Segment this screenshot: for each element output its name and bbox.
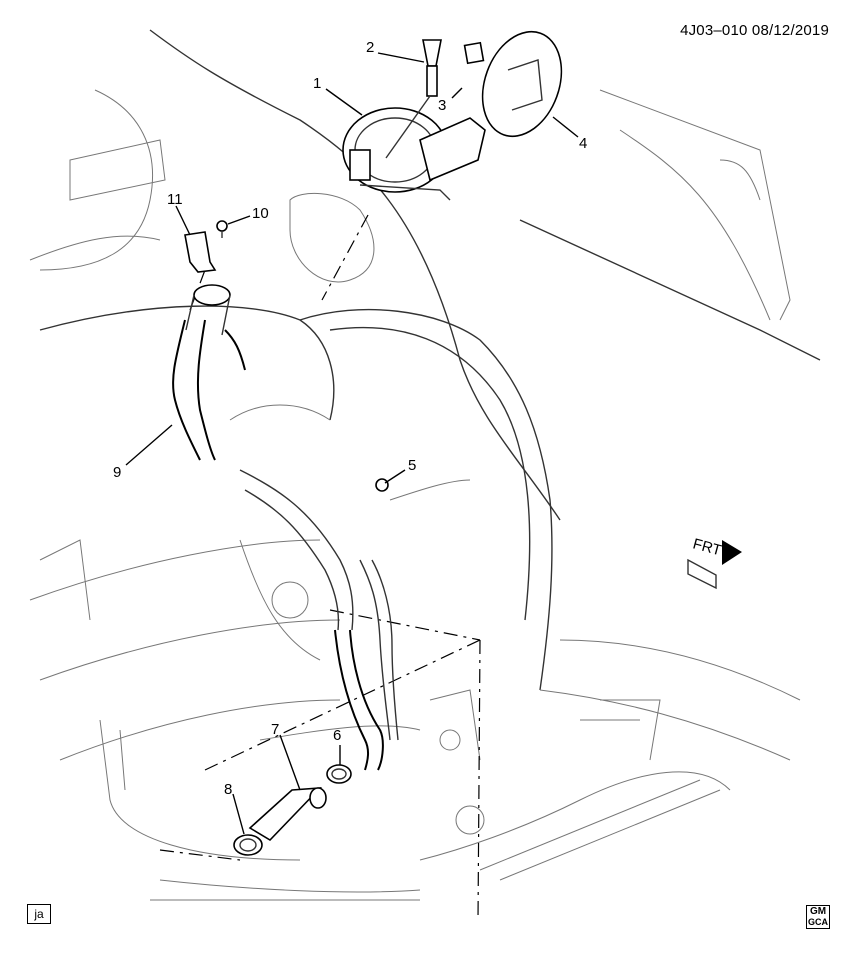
illustrator-badge: ja xyxy=(27,904,51,924)
gm-logo: GM GCA xyxy=(806,905,830,929)
part-7-hose xyxy=(248,787,327,842)
part-5-grommet xyxy=(375,478,389,492)
gm-logo-text: GM xyxy=(809,906,827,917)
leader-lines xyxy=(125,52,579,835)
callout-2: 2 xyxy=(366,39,374,56)
filler-neck xyxy=(185,284,231,336)
callout-11: 11 xyxy=(167,191,183,208)
gca-logo-text: GCA xyxy=(808,917,828,927)
callout-10: 10 xyxy=(252,205,269,222)
callout-5: 5 xyxy=(408,457,416,474)
part-11-bracket xyxy=(184,231,217,273)
part-6-clamp xyxy=(326,764,352,784)
callout-8: 8 xyxy=(224,781,232,798)
vehicle-body-outline xyxy=(29,29,821,901)
callout-6: 6 xyxy=(333,727,341,744)
reference-lines xyxy=(159,214,481,921)
callout-4: 4 xyxy=(579,135,587,152)
front-label: FRT xyxy=(691,535,723,559)
part-4-fuel-door xyxy=(481,30,563,138)
front-direction-marker: FRT xyxy=(687,535,742,590)
direction-arrow-icon xyxy=(722,540,742,565)
part-1-fuel-door-housing xyxy=(342,107,486,201)
diagram-reference: 4J03–010 08/12/2019 xyxy=(680,22,829,39)
callout-3: 3 xyxy=(438,97,446,114)
fuel-filler-pipe xyxy=(172,319,399,771)
part-2-filler-funnel xyxy=(385,39,442,159)
part-8-clamp xyxy=(233,834,263,856)
callout-7: 7 xyxy=(271,721,279,738)
callout-9: 9 xyxy=(113,464,121,481)
callout-1: 1 xyxy=(313,75,321,92)
part-10-bolt xyxy=(216,220,228,238)
part-3-clip xyxy=(463,41,485,65)
